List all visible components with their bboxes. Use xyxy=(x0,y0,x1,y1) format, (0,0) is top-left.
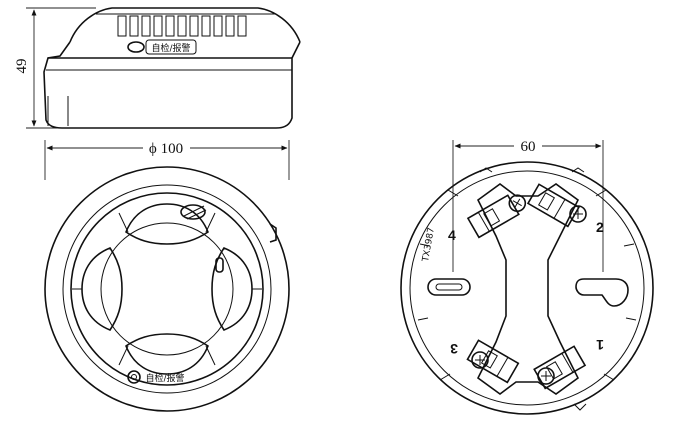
top-badge: 自检/报警 xyxy=(127,370,185,384)
rim-ticks xyxy=(417,167,637,411)
terminal-label-1: 1 xyxy=(596,337,604,353)
diameter-label: ϕ 100 xyxy=(149,141,183,157)
terminal-label-2: 2 xyxy=(596,219,604,235)
height-label: 49 xyxy=(14,59,30,74)
top-view: 自检/报警 xyxy=(44,166,290,412)
mounting-slots xyxy=(427,278,629,307)
svg-text:自检/报警: 自检/报警 xyxy=(151,42,190,54)
spacing-dimension: 60 xyxy=(452,139,604,272)
diameter-dimension: ϕ 100 xyxy=(44,140,290,180)
height-dimension: 49 xyxy=(14,7,96,129)
model-label: TX3987 xyxy=(421,227,437,264)
spacing-label: 60 xyxy=(521,139,536,155)
side-view: 49 自检/报警 xyxy=(14,7,301,129)
terminal-label-3: 3 xyxy=(450,341,458,357)
clover-lobes xyxy=(81,203,253,375)
svg-text:自检/报警: 自检/报警 xyxy=(145,372,184,384)
vent-slots xyxy=(117,15,247,37)
terminal-label-4: 4 xyxy=(448,227,456,243)
base-view: 60 xyxy=(400,139,654,415)
side-badge: 自检/报警 xyxy=(127,39,197,55)
led-indicator xyxy=(180,204,224,273)
terminal-blocks xyxy=(466,183,587,390)
